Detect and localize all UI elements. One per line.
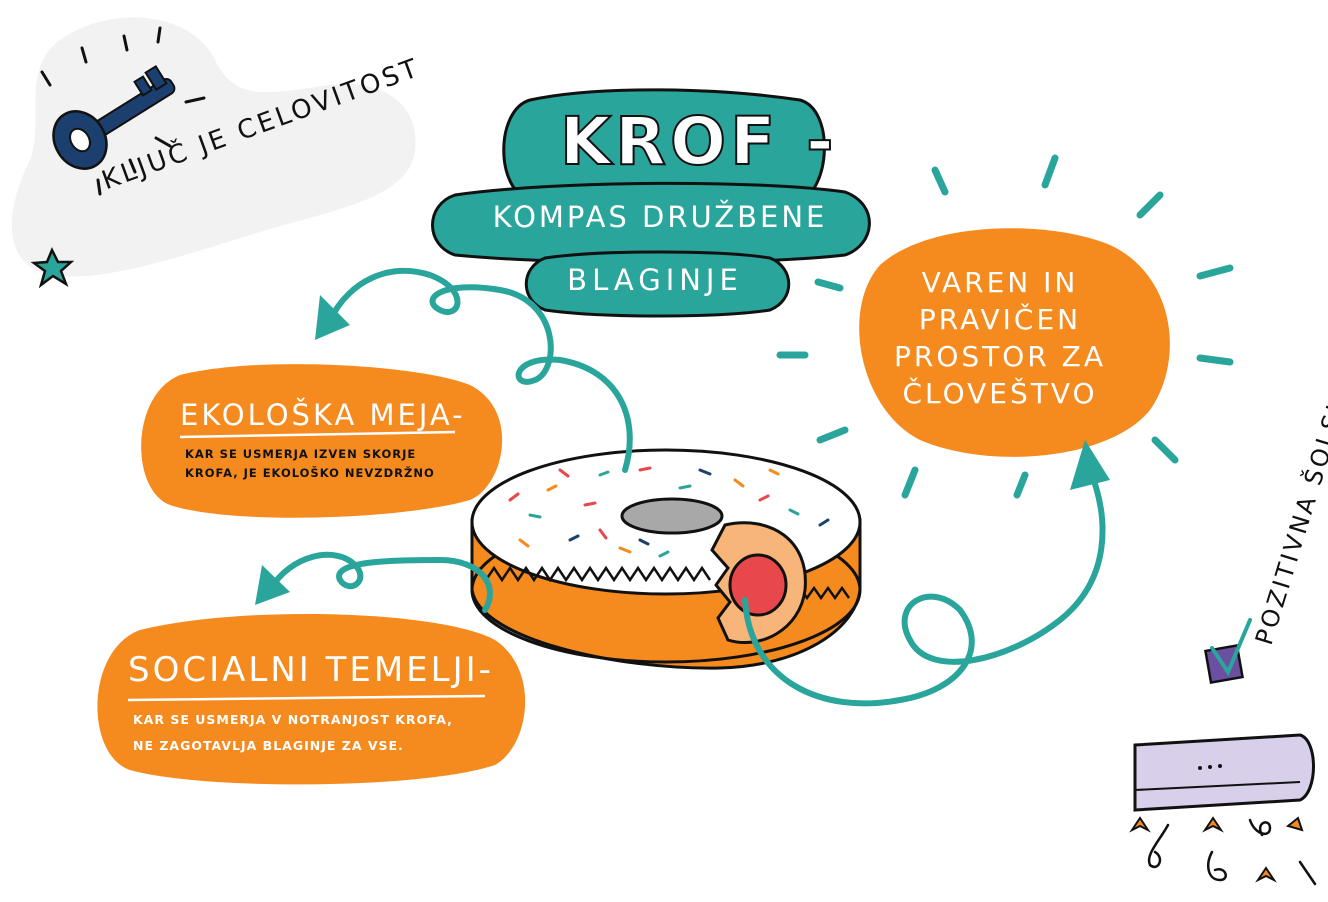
title-subtitle-line2: blaginje	[567, 263, 743, 297]
arrowheads	[255, 295, 1110, 605]
arrow-to-sun	[742, 467, 1106, 707]
doughnut	[470, 448, 862, 670]
arrowhead-sun	[1070, 440, 1110, 490]
sun-text-line2: pravičen	[918, 303, 1082, 336]
page-title: KROF -	[559, 102, 838, 181]
sprinkles	[508, 466, 830, 558]
air-conditioner-icon	[1129, 733, 1317, 886]
ecological-title-underline	[179, 430, 456, 439]
sun-text-line3: prostor za	[894, 340, 1106, 373]
arrowhead-social	[255, 565, 290, 605]
arrow-to-ecological	[327, 267, 633, 473]
social-title-underline	[127, 694, 486, 702]
title-bubble-sub1	[431, 181, 871, 264]
sun-text-line1: Varen in	[921, 266, 1079, 299]
sun-rays	[776, 154, 1234, 499]
badge-background	[11, 17, 416, 277]
ecological-title: Ekološka meja-	[180, 398, 466, 432]
doughnut-wavy-seam	[476, 565, 712, 583]
key-rays	[40, 26, 206, 196]
title-bubble-sub2	[524, 250, 791, 318]
doughnut-wavy-seam-right	[798, 585, 851, 601]
title-subtitle-line1: Kompas družbene	[492, 200, 828, 234]
arrow-to-social	[267, 551, 493, 613]
title-bubbles	[431, 88, 871, 318]
doughnut-jam	[728, 553, 788, 617]
social-desc-line2: ne zagotavlja blaginje za vse.	[133, 738, 404, 753]
star-icon	[30, 246, 75, 289]
arrowhead-ecological	[315, 295, 350, 340]
social-title: Socialni temelji-	[128, 650, 494, 690]
social-desc-line1: Kar se usmerja v notranjost krofa,	[133, 712, 453, 727]
ecological-desc-line2: krofa, je ekološko nevzdržno	[185, 466, 435, 480]
connector-arrows	[267, 267, 1106, 707]
key-icon	[52, 64, 176, 170]
doughnut-hole	[620, 497, 724, 535]
sun	[776, 154, 1234, 499]
sun-text-line4: človeštvo	[902, 377, 1098, 410]
checkbox-icon	[1204, 618, 1252, 684]
sun-blob	[859, 228, 1170, 457]
social-blob	[97, 613, 526, 785]
ecological-blob	[141, 364, 503, 518]
ecological-desc-line1: Kar se usmerja izven skorje	[185, 447, 417, 461]
key-badge	[11, 17, 416, 289]
